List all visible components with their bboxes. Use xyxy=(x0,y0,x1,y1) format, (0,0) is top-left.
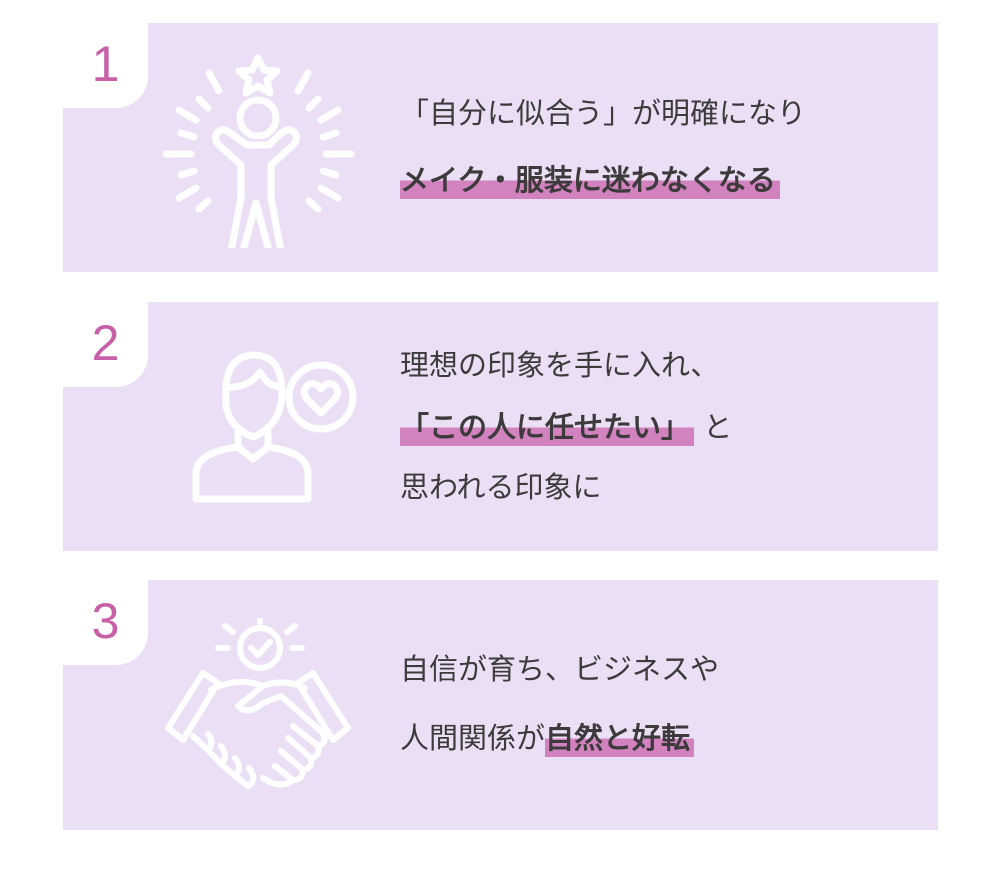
person-heart-icon xyxy=(192,351,357,503)
card-number: 1 xyxy=(91,36,120,92)
text-segment: 理想の印象を手に入れ、 xyxy=(400,348,720,382)
text-segment: 自信が育ち、ビジネスや xyxy=(400,652,720,686)
handshake-check-icon xyxy=(165,618,351,789)
highlighted-text: 「この人に任せたい」 xyxy=(400,410,695,446)
highlighted-text: メイク・服装に迷わなくなる xyxy=(400,163,780,199)
highlighted-text: 自然と好転 xyxy=(545,721,695,757)
card-number: 2 xyxy=(91,315,120,371)
number-tab: 1 xyxy=(63,23,148,108)
text-segment: 人間関係が xyxy=(400,721,546,755)
number-tab: 3 xyxy=(63,580,148,665)
text-segment: と xyxy=(694,410,733,444)
person-star-radiant-icon xyxy=(162,54,355,248)
benefit-card-2: 2 理想の印象を手に入れ、 「この人に任せたい」 と 思われる印象に xyxy=(63,302,938,551)
benefit-card-1: 1 「自分に似合う」が明確になり メイク・服装に迷わなくなる xyxy=(63,23,938,272)
benefit-card-3: 3 自信が育ち、ビジネスや 人間関係が自然と好転 xyxy=(63,580,938,830)
number-tab: 2 xyxy=(63,302,148,387)
card-number: 3 xyxy=(91,593,120,649)
text-segment: 「自分に似合う」が明確になり xyxy=(400,96,807,130)
text-segment: 思われる印象に xyxy=(400,470,602,504)
